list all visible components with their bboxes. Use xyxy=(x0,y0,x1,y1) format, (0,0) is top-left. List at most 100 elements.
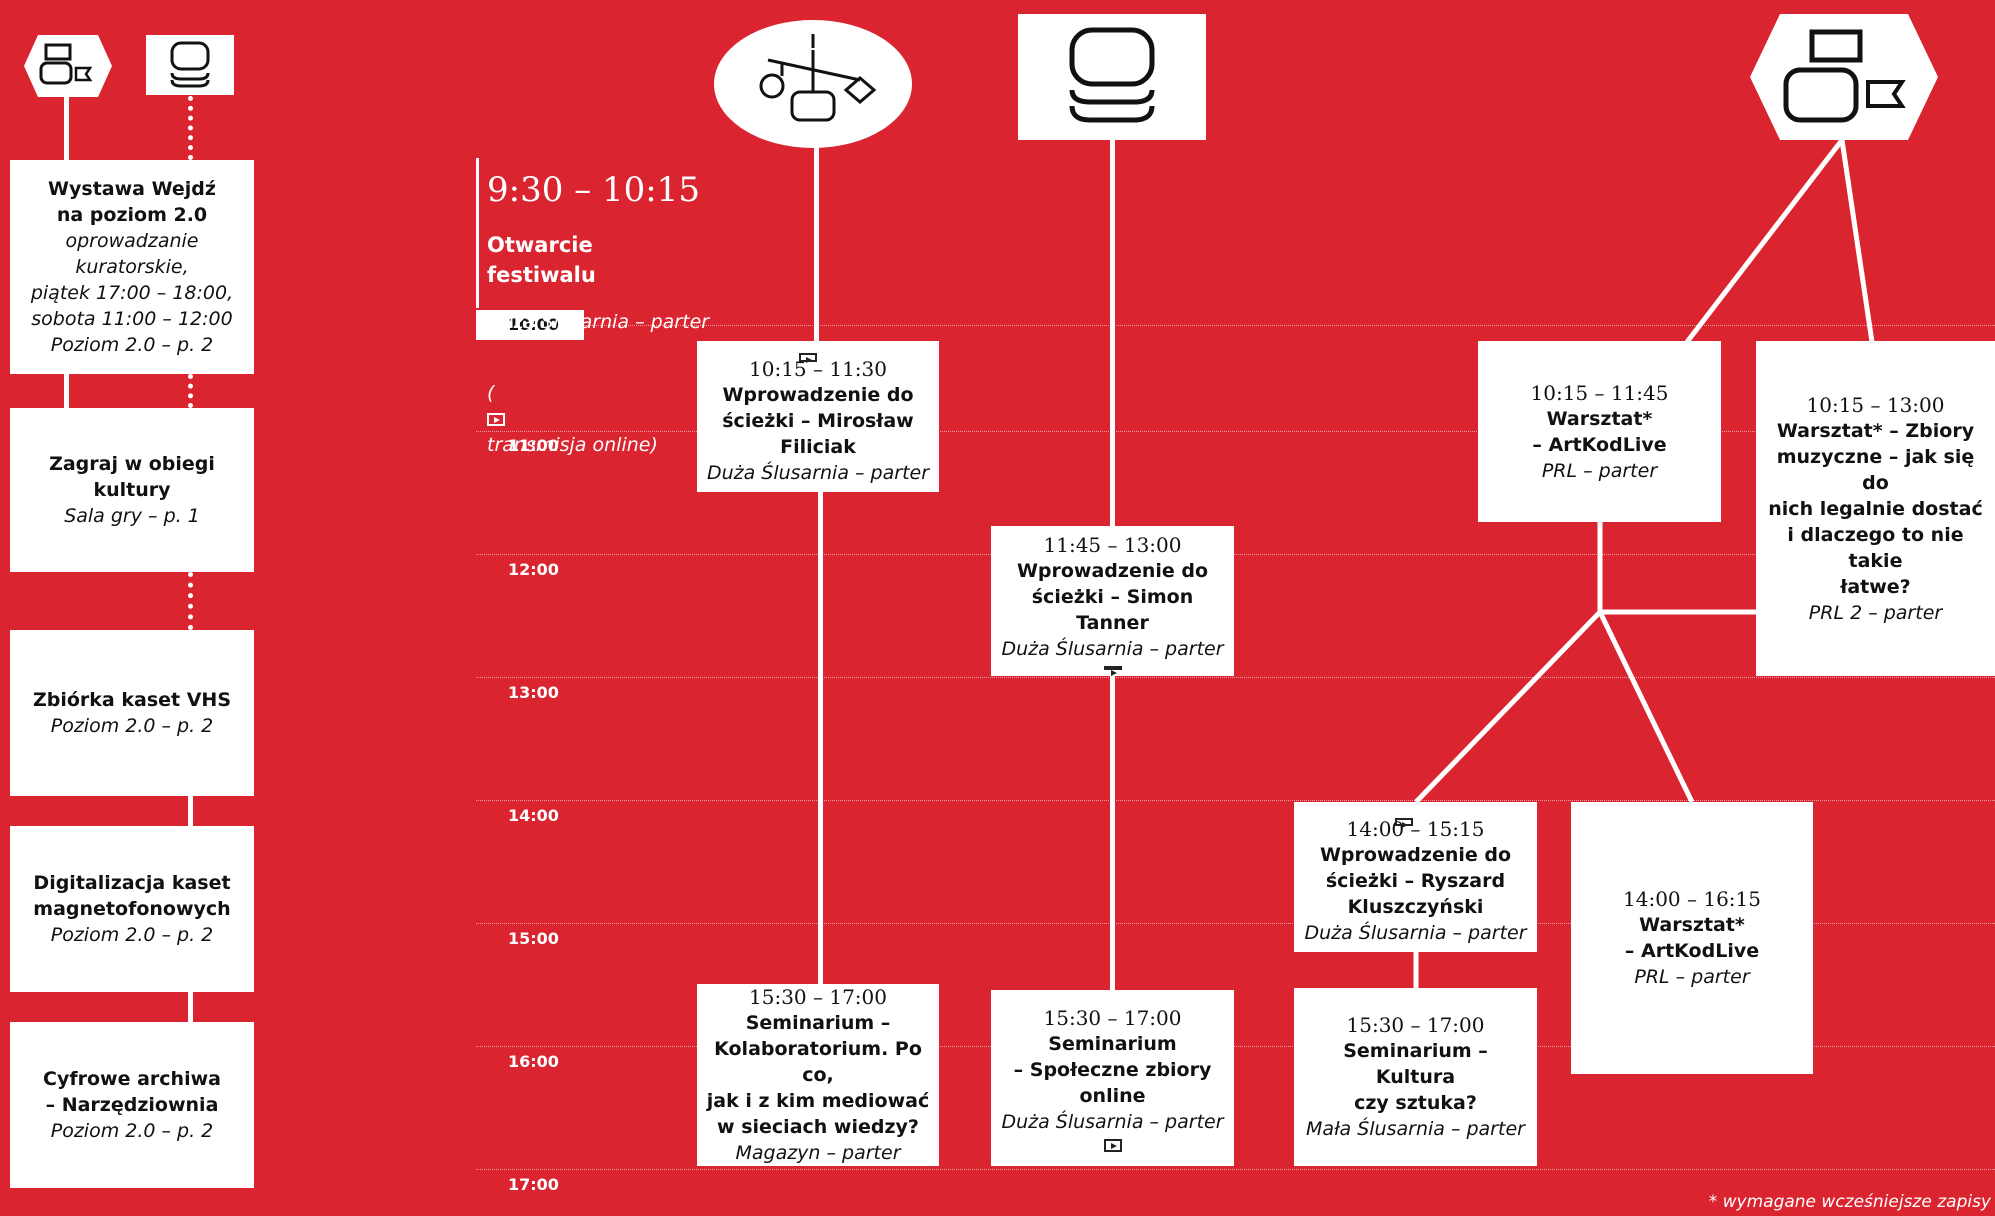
opening-block[interactable]: 9:30 – 10:15 Otwarcie festiwalu Duża Ślu… xyxy=(487,150,709,477)
event-title: Warsztat* – ArtKodLive xyxy=(1532,407,1667,456)
event-place: Poziom 2.0 – p. 2 xyxy=(50,1120,214,1142)
hour-label: 13:00 xyxy=(508,683,559,702)
connector xyxy=(188,992,193,1022)
hexagon-big-icon xyxy=(1750,14,1938,140)
event-place: Poziom 2.0 – p. 2 xyxy=(50,924,214,946)
connector xyxy=(64,374,69,408)
event-box[interactable]: 10:15 – 11:30 Wprowadzenie do ścieżki – … xyxy=(697,341,939,492)
event-time: 10:15 – 13:00 xyxy=(1806,392,1945,417)
database-icon xyxy=(170,41,210,88)
event-box[interactable]: 11:45 – 13:00 Wprowadzenie do ścieżki – … xyxy=(991,526,1234,676)
play-icon xyxy=(799,353,817,363)
connector xyxy=(814,146,819,341)
play-icon xyxy=(487,413,505,426)
grid-line-13 xyxy=(476,677,1995,678)
event-place: PRL – parter xyxy=(1634,966,1750,988)
hour-label: 12:00 xyxy=(508,560,559,579)
opening-title: Otwarcie festiwalu xyxy=(487,233,596,287)
workshop-box[interactable]: 10:15 – 13:00 Warsztat* – Zbiory muzyczn… xyxy=(1756,341,1995,676)
event-title: Seminarium – Kultura czy sztuka? xyxy=(1343,1040,1488,1114)
event-title: Cyfrowe archiwa – Narzędziownia xyxy=(43,1068,221,1116)
event-title: Wprowadzenie do ścieżki – Simon Tanner xyxy=(1016,560,1209,634)
event-place: PRL – parter xyxy=(1541,459,1658,482)
event-place: Duża Ślusarnia – parter xyxy=(1001,1110,1224,1133)
grid-line-15 xyxy=(476,923,1995,924)
event-time: 10:15 – 11:45 xyxy=(1530,380,1669,405)
grid-line-11 xyxy=(476,431,1995,432)
connector xyxy=(188,796,193,826)
hour-10-box xyxy=(476,310,584,340)
connector-dotted xyxy=(188,374,193,408)
event-place: Poziom 2.0 – p. 2 xyxy=(50,334,214,356)
opening-online-text: transmisja online) xyxy=(487,434,658,456)
event-title: Wprowadzenie do ścieżki – Ryszard Kluszc… xyxy=(1319,844,1512,918)
event-time: 11:45 – 13:00 xyxy=(1043,533,1182,557)
grid-line-16 xyxy=(476,1046,1995,1047)
left-event-box[interactable]: Zbiórka kaset VHS Poziom 2.0 – p. 2 xyxy=(10,630,254,796)
event-place: Duża Ślusarnia – parter xyxy=(1001,638,1224,660)
event-title: Warsztat* – Zbiory muzyczne – jak się do… xyxy=(1768,419,1983,598)
connector xyxy=(1110,140,1115,526)
connector xyxy=(818,492,823,984)
event-time: 15:30 – 17:00 xyxy=(1346,1013,1485,1037)
event-time: 15:30 – 17:00 xyxy=(749,985,887,1009)
event-box[interactable]: 15:30 – 17:00 Seminarium – Kolaboratoriu… xyxy=(697,984,939,1166)
connector xyxy=(64,96,69,160)
event-place: Duża Ślusarnia – parter xyxy=(1304,922,1527,944)
event-time: 10:15 – 11:30 xyxy=(749,357,887,381)
workshop-box[interactable]: 10:15 – 11:45 Warsztat* – ArtKodLive PRL… xyxy=(1478,341,1721,522)
hour-label: 10:00 xyxy=(508,315,559,334)
event-place: Mała Ślusarnia – parter xyxy=(1306,1118,1525,1140)
hour-label: 15:00 xyxy=(508,929,559,948)
play-icon xyxy=(1103,1138,1122,1152)
event-box[interactable]: 14:00 – 15:15 Wprowadzenie do ścieżki – … xyxy=(1294,802,1537,952)
opening-time: 9:30 – 10:15 xyxy=(487,170,700,210)
event-place: Duża Ślusarnia – parter xyxy=(706,462,930,484)
event-place: Sala gry – p. 1 xyxy=(64,505,200,527)
event-title: Wystawa Wejdź na poziom 2.0 xyxy=(48,178,216,226)
branch-connectors xyxy=(1413,138,1875,988)
left-event-box[interactable]: Zagraj w obiegi kultury Sala gry – p. 1 xyxy=(10,408,254,572)
event-time: 14:00 – 15:15 xyxy=(1346,817,1485,841)
connector xyxy=(1110,676,1115,990)
event-title: Warsztat* – ArtKodLive xyxy=(1624,914,1760,962)
event-place: Poziom 2.0 – p. 2 xyxy=(50,715,214,737)
play-icon xyxy=(1394,818,1413,828)
left-event-box[interactable]: Wystawa Wejdź na poziom 2.0 oprowadzanie… xyxy=(10,160,254,374)
play-icon xyxy=(1103,666,1122,676)
opening-online: ( transmisja online) xyxy=(487,354,709,458)
event-box[interactable]: 15:30 – 17:00 Seminarium – Społeczne zbi… xyxy=(991,990,1234,1166)
opening-online-paren: ( xyxy=(487,382,495,404)
hexagon-node-icon xyxy=(24,35,112,97)
hour-label: 16:00 xyxy=(508,1052,559,1071)
event-time: 14:00 – 16:15 xyxy=(1623,887,1761,911)
event-place: PRL 2 – parter xyxy=(1808,601,1943,624)
database-big-icon xyxy=(1069,27,1155,123)
mobile-balance-icon xyxy=(714,20,912,148)
left-event-box[interactable]: Digitalizacja kaset magnetofonowych Pozi… xyxy=(10,826,254,992)
event-title: Zbiórka kaset VHS xyxy=(32,689,232,711)
hour-label: 14:00 xyxy=(508,806,559,825)
grid-line-12 xyxy=(476,554,1995,555)
event-title: Wprowadzenie do ścieżki – Mirosław Filic… xyxy=(722,384,914,458)
footnote: * wymagane wcześniejsze zapisy xyxy=(1708,1192,1991,1212)
event-place: Magazyn – parter xyxy=(735,1142,901,1164)
hour-label: 11:00 xyxy=(508,436,559,455)
workshop-box[interactable]: 14:00 – 16:15 Warsztat* – ArtKodLive PRL… xyxy=(1571,802,1813,1074)
left-event-box[interactable]: Cyfrowe archiwa – Narzędziownia Poziom 2… xyxy=(10,1022,254,1188)
event-box[interactable]: 15:30 – 17:00 Seminarium – Kultura czy s… xyxy=(1294,988,1537,1166)
grid-line-14 xyxy=(476,800,1995,801)
connector-dotted xyxy=(188,572,193,630)
opening-bar xyxy=(476,158,479,308)
hour-label: 17:00 xyxy=(508,1175,559,1194)
event-title: Zagraj w obiegi kultury xyxy=(49,453,215,501)
opening-place: Duża Ślusarnia – parter xyxy=(487,311,710,333)
connector-dotted xyxy=(188,96,193,160)
event-title: Seminarium – Kolaboratorium. Po co, jak … xyxy=(706,1012,930,1138)
grid-line-10 xyxy=(476,325,1995,326)
event-time: 15:30 – 17:00 xyxy=(1043,1005,1182,1030)
event-title: Digitalizacja kaset magnetofonowych xyxy=(33,872,231,920)
event-description: oprowadzanie kuratorskie, piątek 17:00 –… xyxy=(30,230,234,330)
event-title: Seminarium – Społeczne zbiory online xyxy=(1013,1032,1212,1107)
grid-line-17 xyxy=(476,1169,1995,1170)
